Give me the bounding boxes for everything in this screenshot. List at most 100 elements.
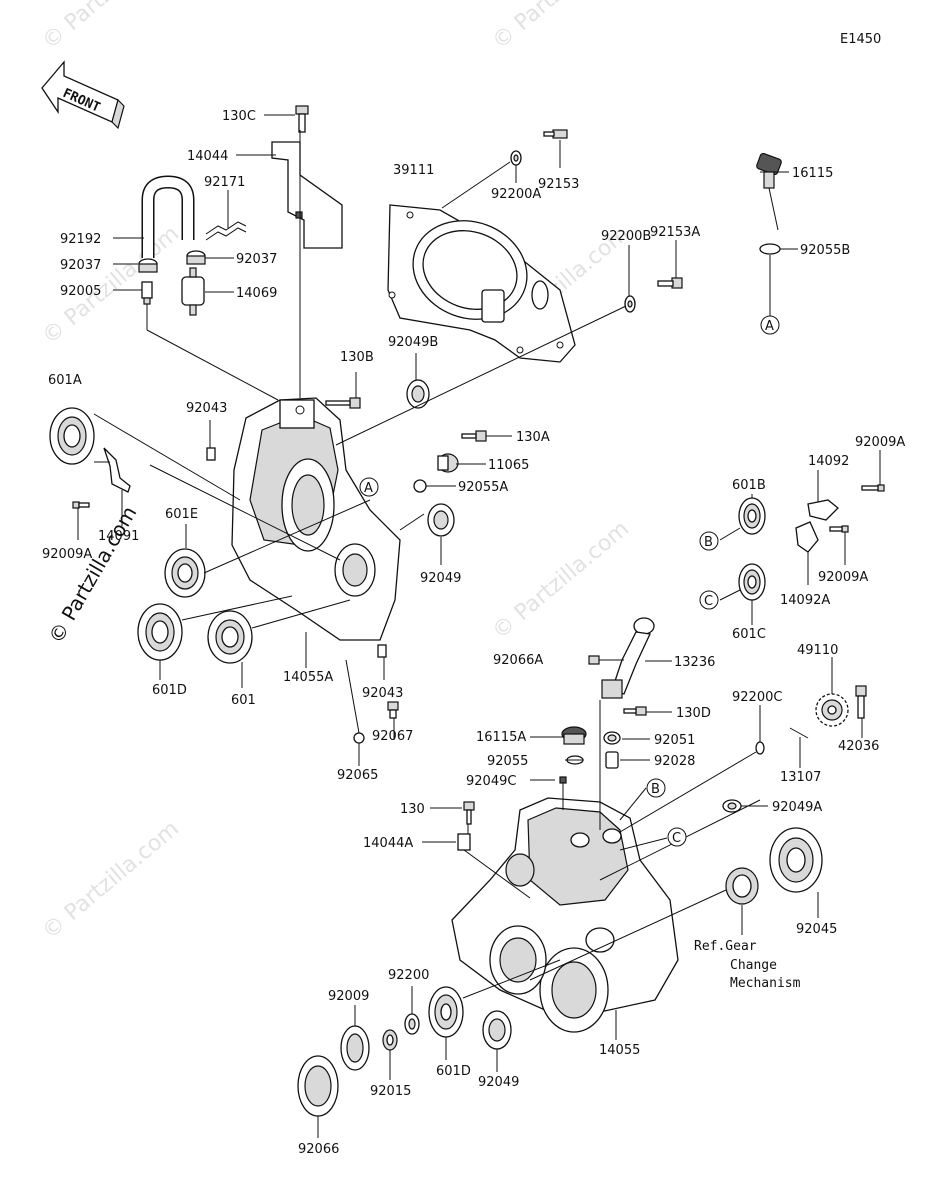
label-130A: 130A xyxy=(516,430,550,445)
part-92192-hose xyxy=(141,175,195,258)
label-92015: 92015 xyxy=(370,1084,411,1099)
callout-B: B xyxy=(704,535,713,550)
label-130D: 130D xyxy=(676,706,711,721)
part-14092-plate xyxy=(807,499,839,521)
ref-note-line-1: Ref.Gear xyxy=(694,939,757,954)
part-14091-plate xyxy=(103,447,131,493)
label-92153A: 92153A xyxy=(650,225,700,240)
part-39111-plate xyxy=(387,204,576,363)
part-92067-plug xyxy=(387,701,399,719)
part-labels: 130C 14044 92171 92192 92037 92037 92005… xyxy=(42,109,905,1157)
part-92200-washer xyxy=(404,1013,420,1035)
part-601D-bearing xyxy=(137,603,183,661)
label-92037: 92037 xyxy=(236,252,277,267)
label-13236: 13236 xyxy=(674,655,715,670)
part-130A-bolt xyxy=(461,430,487,442)
label-14092: 14092 xyxy=(808,454,849,469)
label-601D: 601D xyxy=(436,1064,471,1079)
label-92065: 92065 xyxy=(337,768,378,783)
label-601B: 601B xyxy=(732,478,766,493)
label-92200C: 92200C xyxy=(732,690,782,705)
callout-B: B xyxy=(651,782,660,797)
label-92043: 92043 xyxy=(362,686,403,701)
part-601E-bearing xyxy=(164,548,206,598)
part-92051-seal xyxy=(603,731,621,745)
label-601C: 601C xyxy=(732,627,766,642)
label-92051: 92051 xyxy=(654,733,695,748)
part-14044-bracket xyxy=(271,141,343,249)
part-92049-seal xyxy=(427,503,455,537)
ref-note-line-2: Change xyxy=(730,958,777,973)
part-13236-lever xyxy=(601,617,655,699)
label-92055B: 92055B xyxy=(800,243,850,258)
label-14055: 14055 xyxy=(599,1043,640,1058)
label-92049A: 92049A xyxy=(772,800,822,815)
label-42036: 42036 xyxy=(838,739,879,754)
label-92200A: 92200A xyxy=(491,187,541,202)
label-130B: 130B xyxy=(340,350,374,365)
part-601B-bearing xyxy=(738,497,766,535)
label-49110: 49110 xyxy=(797,643,838,658)
label-14069: 14069 xyxy=(236,286,277,301)
part-601C-bearing xyxy=(738,563,766,601)
part-49110-gear xyxy=(815,693,849,727)
part-130C xyxy=(295,105,309,133)
watermark-text-dark: © Partzilla.com xyxy=(44,502,142,648)
label-92043: 92043 xyxy=(186,401,227,416)
part-13107-pin xyxy=(789,727,809,739)
label-92049: 92049 xyxy=(420,571,461,586)
label-601A: 601A xyxy=(48,373,82,388)
label-14044: 14044 xyxy=(187,149,228,164)
part-92009A-screws xyxy=(829,484,885,533)
watermark-text: © Partzilla.com xyxy=(38,0,184,55)
label-92192: 92192 xyxy=(60,232,101,247)
label-92005: 92005 xyxy=(60,284,101,299)
label-11065: 11065 xyxy=(488,458,529,473)
label-130: 130 xyxy=(400,802,425,817)
part-92049A-seal xyxy=(722,799,742,813)
part-601A-bearing xyxy=(49,407,95,465)
part-92200A-washer xyxy=(510,150,522,166)
part-92005-fitting xyxy=(141,281,153,305)
label-92009: 92009 xyxy=(328,989,369,1004)
callout-C: C xyxy=(704,594,713,609)
part-92043-dowel xyxy=(206,447,387,658)
part-92153A-bolt xyxy=(657,277,683,289)
ref-note-line-3: Mechanism xyxy=(730,976,801,991)
label-14055A: 14055A xyxy=(283,670,333,685)
label-92028: 92028 xyxy=(654,754,695,769)
part-92171-clip xyxy=(205,221,247,241)
label-92009A: 92009A xyxy=(42,547,92,562)
label-92066A: 92066A xyxy=(493,653,543,668)
part-92153-bolt xyxy=(543,129,568,139)
part-601-bearing xyxy=(207,610,253,664)
callout-A: A xyxy=(765,319,774,334)
part-92009-seal xyxy=(340,1025,370,1071)
part-14092A-plate xyxy=(795,521,819,553)
watermark-text: © Partzilla.com xyxy=(38,816,184,944)
part-130-bolt xyxy=(463,801,475,825)
part-14069-filter xyxy=(181,267,205,316)
part-14055-case xyxy=(451,797,679,1033)
reference-note: Ref.Gear Change Mechanism xyxy=(694,939,801,991)
label-601E: 601E xyxy=(165,507,198,522)
label-92200: 92200 xyxy=(388,968,429,983)
front-arrow: FRONT xyxy=(41,60,125,130)
part-92045-bearing xyxy=(769,827,823,893)
label-92055: 92055 xyxy=(487,754,528,769)
part-130D-bolt xyxy=(623,706,647,716)
part-16115-dipstick xyxy=(756,152,782,255)
part-92049C-nipple xyxy=(559,776,567,784)
part-92015-nut xyxy=(382,1029,398,1051)
watermark-text: © Partzilla.com xyxy=(488,0,634,55)
label-92067: 92067 xyxy=(372,729,413,744)
label-92009A: 92009A xyxy=(855,435,905,450)
label-130C: 130C xyxy=(222,109,256,124)
part-92009A-screw xyxy=(72,501,90,509)
label-14044A: 14044A xyxy=(363,836,413,851)
callout-A: A xyxy=(364,481,373,496)
leader-lines xyxy=(77,114,881,1138)
label-92066: 92066 xyxy=(298,1142,339,1157)
part-92066-cover xyxy=(297,1055,339,1117)
